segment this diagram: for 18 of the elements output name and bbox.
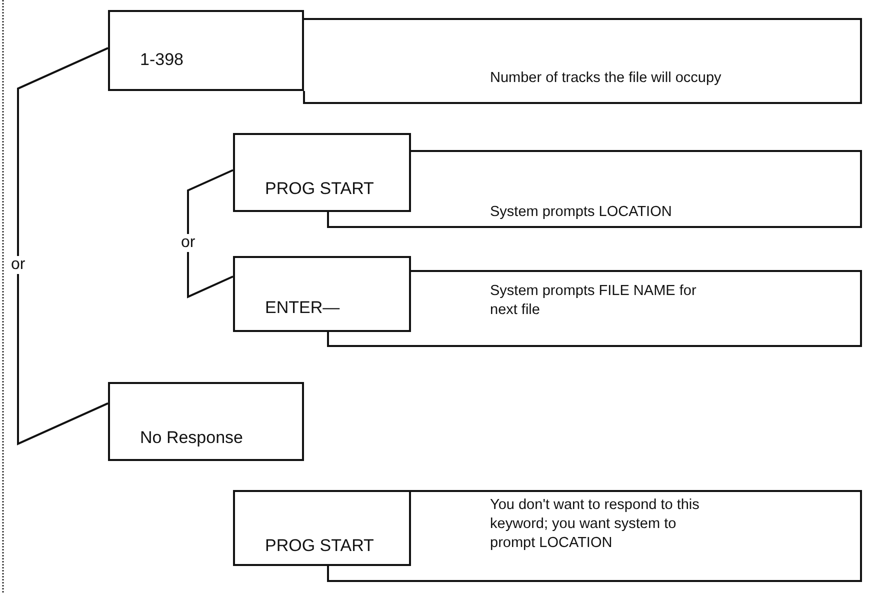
description-text: You don't want to respond to this keyword; you want system to prompt LOCATION	[490, 496, 700, 553]
edge-label: or	[180, 234, 196, 252]
keyword-text: PROG START	[265, 536, 374, 556]
description-text: System prompts LOCATION	[490, 203, 673, 222]
keyword-text: 1-398	[140, 50, 184, 70]
description-text: System prompts FILE NAME for next file	[490, 282, 698, 320]
keyword-text: ENTER—	[265, 298, 340, 318]
keyword-box	[108, 10, 304, 91]
keyword-box	[233, 256, 411, 332]
or-bracket-line	[17, 47, 108, 446]
keyword-box	[233, 490, 411, 566]
description-text: Number of tracks the file will occupy	[490, 69, 722, 88]
keyword-text: PROG START	[265, 179, 374, 199]
keyword-box	[108, 382, 304, 461]
edge-label: or	[10, 256, 26, 274]
keyword-box	[233, 133, 411, 212]
keyword-text: No Response	[140, 428, 244, 448]
or-bracket-line	[187, 169, 234, 298]
